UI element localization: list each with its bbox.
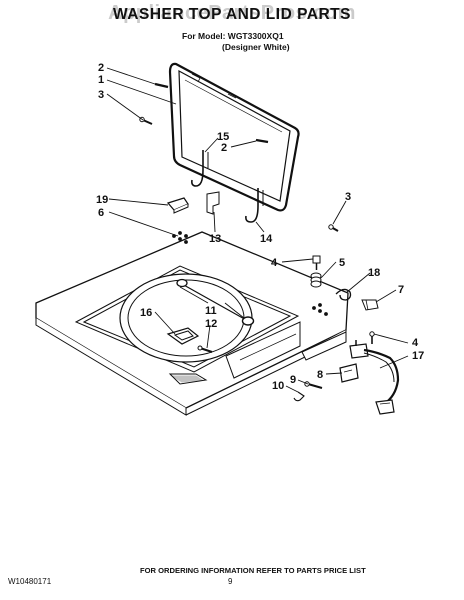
lid-bumper-19 [166, 197, 189, 214]
washer-top [35, 231, 349, 416]
hinge-bracket-13 [206, 191, 220, 215]
grommet-5 [310, 272, 322, 288]
grommet-4-upper [312, 255, 321, 270]
callout-3: 3 [345, 191, 351, 203]
callout-1: 1 [98, 74, 104, 86]
callout-3: 3 [98, 89, 104, 101]
callout-10: 10 [272, 380, 284, 392]
clip-10 [293, 391, 305, 402]
callout-4: 4 [412, 337, 419, 349]
pin-2-top [154, 82, 169, 89]
callout-13: 13 [209, 233, 221, 245]
lid-frame [168, 62, 300, 212]
callout-2: 2 [221, 142, 227, 154]
doc-number: W10480171 [8, 577, 52, 586]
callout-2: 2 [98, 62, 104, 74]
page-number: 9 [228, 577, 233, 586]
callout-6: 6 [98, 207, 104, 219]
page-title: WASHER TOP AND LID PARTS [113, 6, 351, 23]
bleach-dispenser-16 [166, 327, 200, 345]
color-line: (Designer White) [222, 42, 290, 52]
lid-strike-7 [361, 299, 379, 311]
screw-3-right [328, 224, 339, 232]
model-line: For Model: WGT3300XQ1 [182, 31, 284, 41]
ordering-note: FOR ORDERING INFORMATION REFER TO PARTS … [140, 566, 366, 575]
callout-17: 17 [412, 350, 424, 362]
callout-11: 11 [205, 305, 217, 317]
leader-lines [106, 67, 409, 393]
switch-8 [339, 363, 359, 383]
callout-15: 15 [217, 131, 229, 143]
clip-18 [335, 288, 352, 301]
screw-3-left [139, 116, 153, 125]
callout-18: 18 [368, 267, 380, 279]
screw-9 [304, 381, 323, 389]
pin-2-mid [255, 138, 269, 144]
callout-19: 19 [96, 194, 108, 206]
callout-16: 16 [140, 307, 152, 319]
lid-switch-harness-17 [349, 340, 400, 415]
callout-14: 14 [260, 233, 273, 245]
switch-bracket [225, 321, 347, 379]
lid-hinge-right [245, 188, 264, 223]
callout-12: 12 [205, 318, 217, 330]
callout-4: 4 [271, 257, 278, 269]
callout-9: 9 [290, 374, 296, 386]
callout-8: 8 [317, 369, 323, 381]
screw-4-lower [369, 331, 375, 344]
callout-5: 5 [339, 257, 345, 269]
lid-hinge-left [191, 150, 209, 187]
callout-7: 7 [398, 284, 404, 296]
screw-12 [197, 345, 213, 353]
